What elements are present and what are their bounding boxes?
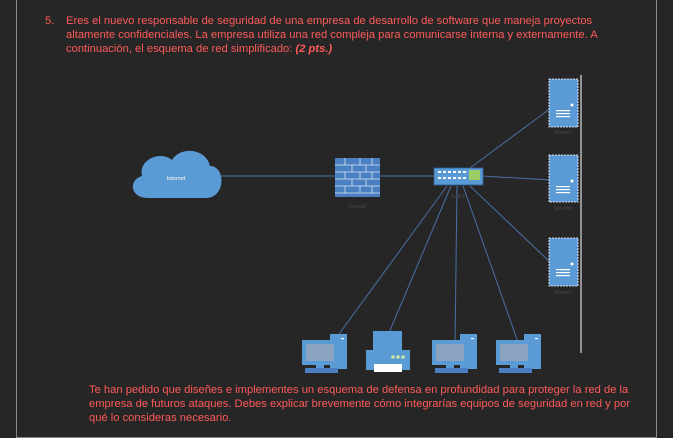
link-switch-pc-1	[330, 185, 448, 346]
link-switch-pc-3	[462, 185, 520, 346]
link-switch-pc-2	[454, 185, 458, 347]
link-switch-server-3	[469, 185, 552, 264]
switch-icon: Switch	[433, 167, 484, 200]
server-label-2: Servidor	[554, 206, 573, 212]
question-statement: Eres el nuevo responsable de seguridad d…	[66, 15, 598, 55]
network-links	[218, 107, 552, 347]
link-switch-server-2	[481, 175, 552, 181]
task-text: Te han pedido que diseñes e implementes …	[89, 384, 631, 424]
question-points: (2 pts.)	[295, 43, 333, 55]
computer-icon-1	[302, 334, 347, 373]
server-label-1: Servidor	[554, 130, 573, 136]
link-switch-printer	[385, 185, 452, 341]
printer-icon	[366, 331, 410, 372]
firewall-icon: Firewall	[335, 158, 380, 210]
switch-label: Switch	[451, 194, 466, 200]
computer-icon-3	[496, 334, 541, 373]
server-icon-2: Servidor	[548, 154, 579, 212]
question-text-block: 5. Eres el nuevo responsable de segurida…	[45, 14, 626, 56]
server-icon-3: Servidor	[548, 237, 579, 296]
internet-label: Internet	[167, 176, 186, 182]
computer-icon-2	[432, 334, 477, 373]
firewall-label: Firewall	[348, 204, 365, 210]
server-icon-1: Servidor	[548, 78, 579, 136]
cloud-icon: Internet	[132, 150, 222, 198]
question-number: 5.	[45, 15, 55, 27]
server-label-3: Servidor	[554, 290, 573, 296]
link-switch-server-1	[469, 107, 552, 169]
